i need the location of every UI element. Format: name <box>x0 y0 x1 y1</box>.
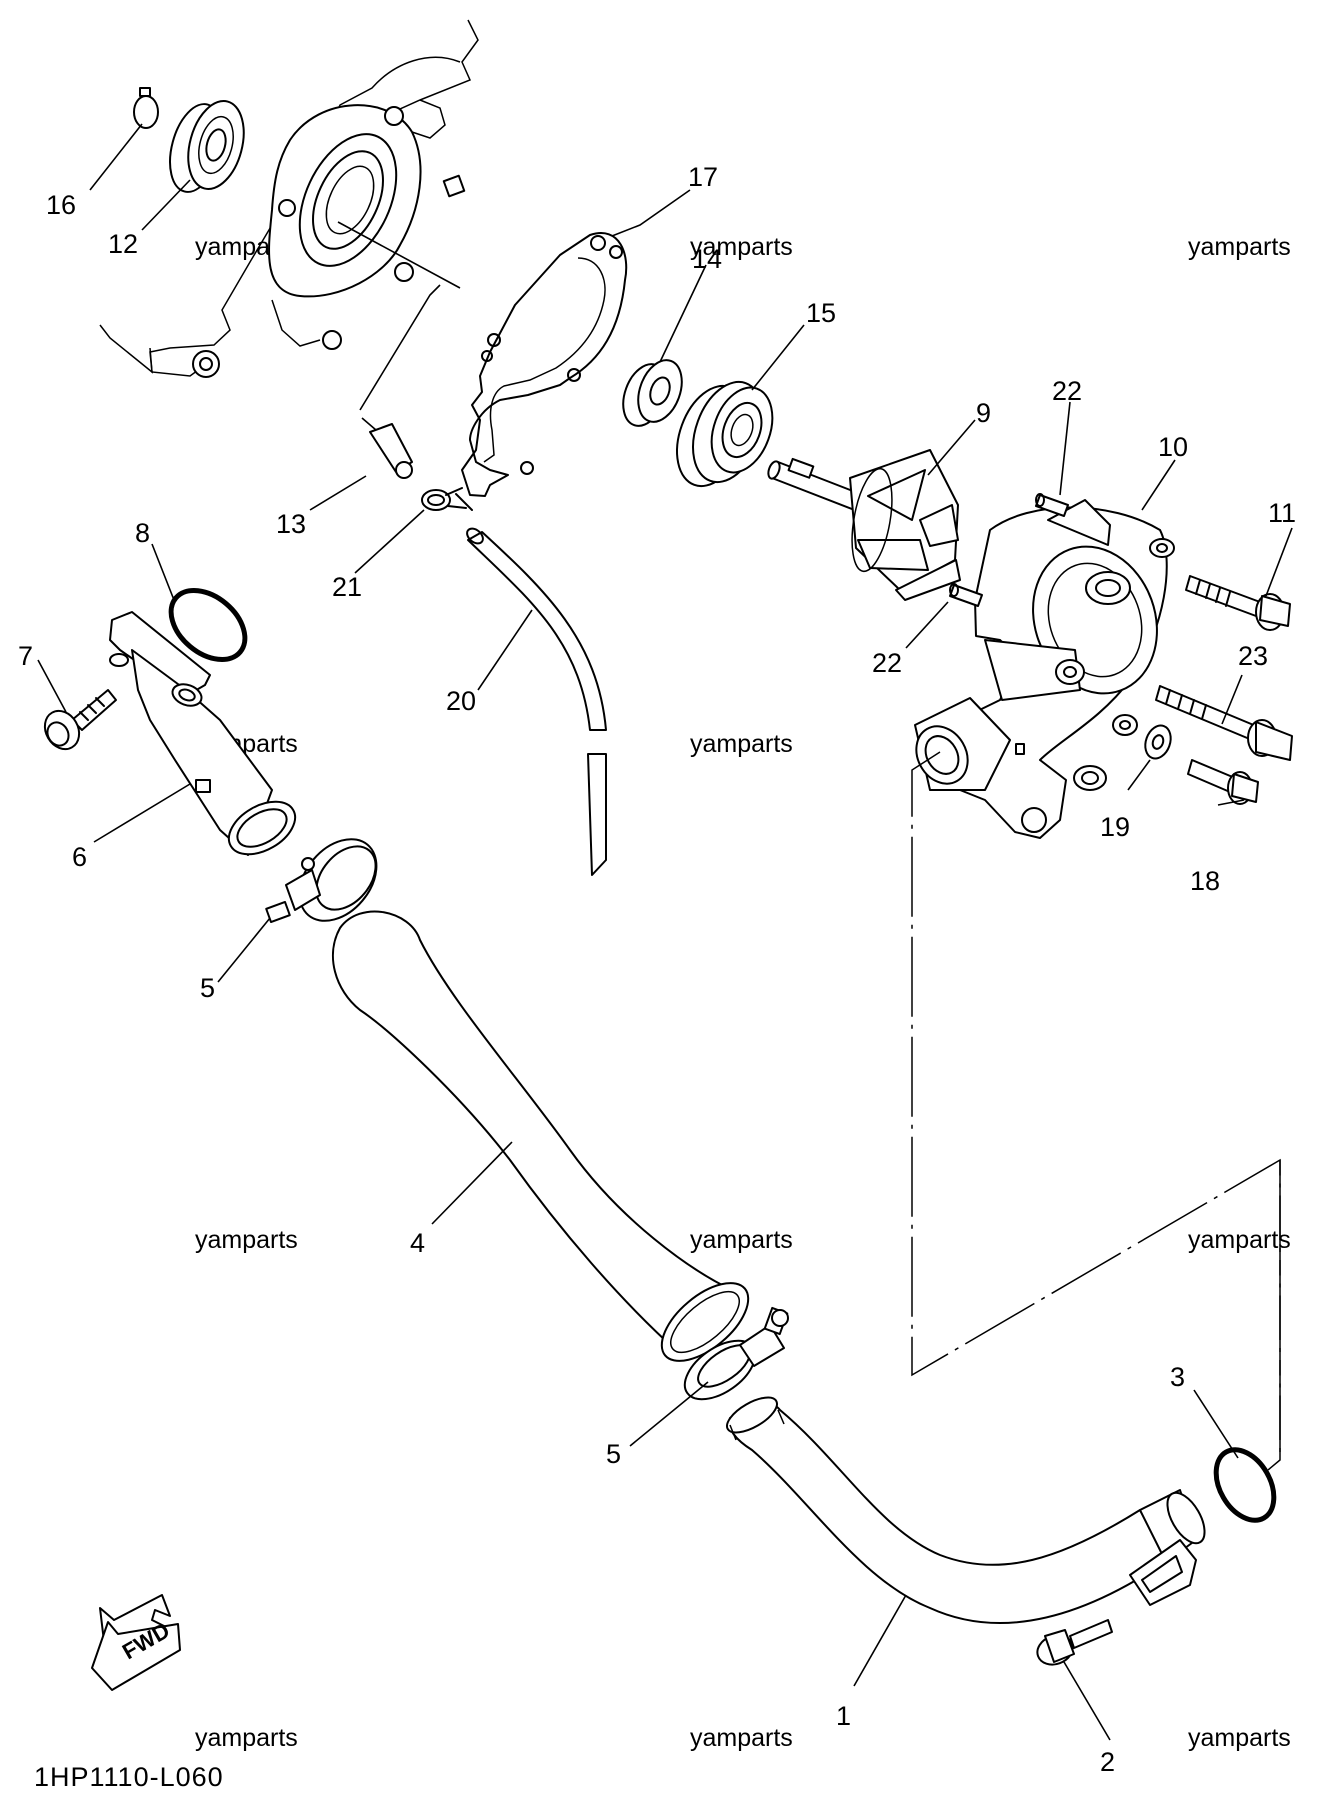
hose-clamp <box>683 1306 789 1401</box>
part-label: 10 <box>1158 432 1188 462</box>
part-label: 6 <box>72 842 87 872</box>
o-ring <box>168 588 248 662</box>
watermark: yamparts <box>690 1724 793 1752</box>
bolt <box>1185 575 1291 631</box>
part-label: 3 <box>1170 1362 1185 1392</box>
drawing-code: 1HP1110-L060 <box>34 1762 224 1792</box>
dowel-pin <box>949 583 983 607</box>
watermark: yamparts <box>690 233 793 261</box>
part-label: 2 <box>1100 1747 1115 1777</box>
part-label: 22 <box>872 648 902 678</box>
part-label: 11 <box>1268 498 1296 528</box>
part-label: 15 <box>806 298 836 328</box>
watermark: yamparts <box>195 1724 298 1752</box>
forward-arrow-icon: FWD <box>91 1594 181 1691</box>
circlip <box>133 87 159 129</box>
part-label: 20 <box>446 686 476 716</box>
dowel-pin <box>1035 493 1069 517</box>
part-label: 5 <box>200 973 215 1003</box>
part-label: 4 <box>410 1228 425 1258</box>
part-label: 17 <box>688 162 718 192</box>
o-ring <box>1213 1447 1277 1523</box>
part-label: 8 <box>135 518 150 548</box>
breather-hose <box>466 527 607 876</box>
part-label: 13 <box>276 509 306 539</box>
bolt <box>1036 1619 1113 1666</box>
impeller-shaft <box>767 449 961 601</box>
bolt <box>1155 685 1293 761</box>
hose-clip <box>421 487 473 511</box>
watermark: yamparts <box>1188 1226 1291 1254</box>
hose-clamp <box>265 838 378 923</box>
part-label: 9 <box>976 398 991 428</box>
part-label: 5 <box>606 1439 621 1469</box>
part-label: 14 <box>692 244 722 274</box>
water-hose <box>331 910 750 1362</box>
leader-lines <box>37 123 1293 1741</box>
mechanical-seal <box>676 380 774 488</box>
oil-seal <box>622 359 683 427</box>
gasket <box>461 232 628 497</box>
water-pipe <box>726 1396 1206 1625</box>
drain-pipe <box>359 284 441 479</box>
watermark: yamparts <box>195 1226 298 1254</box>
part-label: 7 <box>18 641 33 671</box>
part-label: 21 <box>332 572 362 602</box>
alignment-lines <box>911 751 1281 1471</box>
part-label: 12 <box>108 229 138 259</box>
watermark: yamparts <box>1188 1724 1291 1752</box>
part-label: 19 <box>1100 812 1130 842</box>
water-pipe-elbow <box>109 611 297 856</box>
part-labels: 1 2 3 4 5 5 6 7 8 9 10 11 12 13 14 15 16… <box>18 162 1296 1777</box>
watermark: yamparts <box>1188 233 1291 261</box>
part-label: 23 <box>1238 641 1268 671</box>
bolt <box>1187 759 1259 805</box>
part-label: 18 <box>1190 866 1220 896</box>
water-pump-housing <box>914 499 1175 839</box>
bearing <box>169 100 245 193</box>
watermark: yamparts <box>690 1226 793 1254</box>
watermarks: yamparts yamparts yamparts yamparts yamp… <box>195 233 1291 1752</box>
part-label: 16 <box>46 190 76 220</box>
washer <box>1144 724 1172 760</box>
watermark: yamparts <box>690 730 793 758</box>
bolt <box>43 689 117 751</box>
crankcase-cover <box>99 19 479 378</box>
part-label: 22 <box>1052 376 1082 406</box>
part-label: 1 <box>836 1701 851 1731</box>
